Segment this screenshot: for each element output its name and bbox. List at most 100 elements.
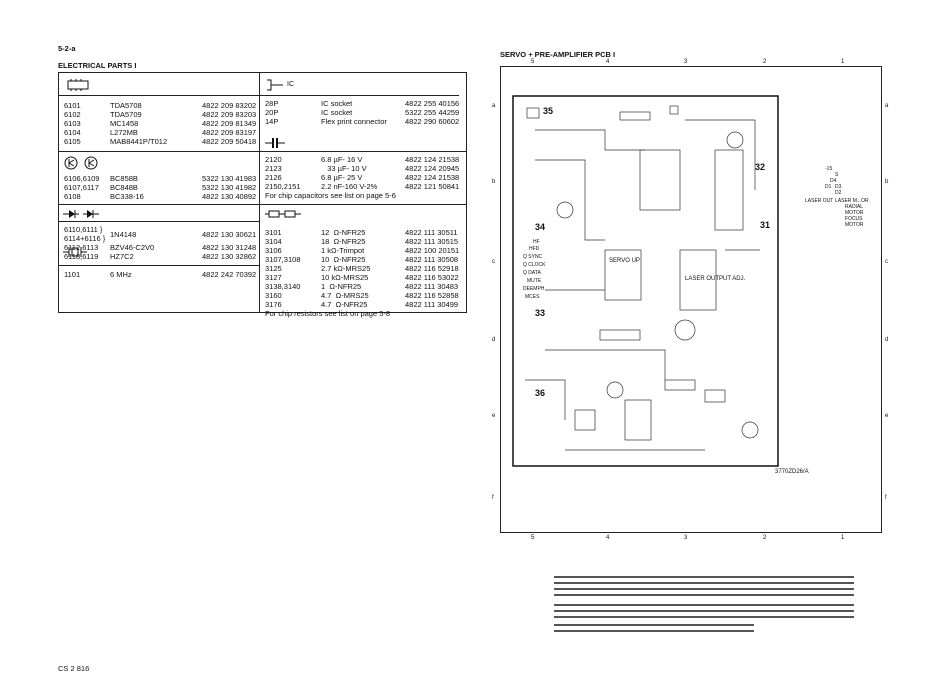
signal-label: DEEMPH	[523, 286, 545, 292]
resistor-value: 4.7 Ω-NFR25	[321, 300, 368, 309]
socket-pos: 20P	[265, 108, 279, 117]
transistor-icon	[64, 156, 98, 170]
grid-row-label: b	[885, 179, 889, 185]
grid-row-label: a	[885, 103, 889, 109]
diode-code: 4822 130 32862	[202, 252, 257, 261]
ic-socket-icon	[267, 79, 283, 91]
transistor-type: BC338-16	[110, 192, 144, 201]
transistor-type: BC848B	[110, 183, 138, 192]
capacitor-note: For chip capacitors see list on page 5-6	[265, 191, 396, 200]
signal-label: D2	[835, 190, 842, 196]
signal-label: D4	[830, 178, 837, 184]
connector-label: 34	[535, 222, 545, 232]
grid-col-label: 1	[841, 535, 845, 541]
grid-row-label: e	[492, 413, 496, 419]
resistor-pos: 3160	[265, 291, 282, 300]
capacitor-code: 4822 124 21538	[405, 155, 460, 164]
crystal-value: 6 MHz	[110, 270, 132, 279]
connector-label: 32	[755, 162, 765, 172]
ic-pos: 6104	[64, 128, 81, 137]
connector-label: 31	[760, 220, 770, 230]
resistor-pos: 3125	[265, 264, 282, 273]
grid-row-label: e	[885, 413, 889, 419]
grid-row-label: d	[885, 337, 889, 343]
grid-col-label: 4	[606, 59, 610, 65]
component-location-tables	[554, 574, 884, 636]
signal-label: D1	[825, 184, 832, 190]
connector-label: 33	[535, 308, 545, 318]
pcb-layout-drawing: 35 34 33 36 31 32 SERVO UP LASER OUTPUT …	[512, 95, 869, 475]
grid-col-label: 1	[841, 59, 845, 65]
diode-type: HZ7C2	[110, 252, 134, 261]
socket-desc: IC socket	[321, 99, 353, 108]
signal-label: MCES	[525, 294, 540, 300]
resistor-pos: 3104	[265, 237, 282, 246]
transistor-code: 5322 130 41982	[202, 183, 257, 192]
diode-type: 1N4148	[110, 230, 137, 239]
ic-pos: 6105	[64, 137, 81, 146]
resistor-code: 4822 111 30515	[405, 237, 459, 246]
resistor-pos: 3106	[265, 246, 282, 255]
resistor-pos: 3101	[265, 228, 282, 237]
resistor-value: 10 Ω-NFR25	[321, 255, 366, 264]
resistor-code: 4822 111 30508	[405, 255, 459, 264]
socket-desc: Flex print connector	[321, 117, 387, 126]
crystal-pos: 1101	[64, 270, 81, 279]
ic-code: 4822 209 83197	[202, 128, 257, 137]
resistor-code: 4822 116 52918	[405, 264, 459, 273]
ic-type: TDA5708	[110, 101, 142, 110]
signal-label: LASER M...OR	[835, 198, 869, 204]
block-label: SERVO UP	[609, 258, 640, 264]
capacitor-pos: 2120	[265, 155, 282, 164]
ic-type: MAB8441P/T012	[110, 137, 168, 146]
resistor-pos: 3176	[265, 300, 282, 309]
signal-label: -15	[825, 166, 832, 172]
socket-code: 4822 290 60602	[405, 117, 460, 126]
grid-row-label: c	[492, 259, 495, 265]
transistor-type: BC858B	[110, 174, 138, 183]
footer-code: CS 2 816	[58, 664, 90, 673]
ic-row: 6101	[64, 101, 81, 110]
socket-code: 5322 255 44259	[405, 108, 460, 117]
signal-label: RADIAL	[845, 204, 863, 210]
grid-row-label: f	[492, 495, 494, 501]
ic-type: MC1458	[110, 119, 139, 128]
resistor-value: 4.7 Ω-MRS25	[321, 291, 369, 300]
diode-pos: 6110,6111 } 6114+6116 }	[64, 225, 106, 244]
resistor-code: 4822 116 53022	[405, 273, 459, 282]
signal-label: Q DATA	[523, 270, 542, 276]
grid-row-label: a	[492, 103, 496, 109]
resistor-icon	[265, 210, 301, 218]
grid-col-label: 2	[763, 59, 767, 65]
grid-row-label: b	[492, 179, 496, 185]
signal-label: Q SYNC	[523, 254, 543, 260]
diode-code: 4822 130 31248	[202, 243, 257, 252]
resistor-pos: 3107,3108	[265, 255, 301, 264]
signal-label: S	[835, 172, 839, 178]
capacitor-code: 4822 124 20945	[405, 164, 460, 173]
capacitor-value: 33 µF- 10 V	[321, 164, 367, 173]
grid-col-label: 2	[763, 535, 767, 541]
ic-type: L272MB	[110, 128, 138, 137]
crystal-icon	[63, 247, 87, 257]
ic-code: 4822 209 83203	[202, 110, 257, 119]
socket-pos: 14P	[265, 117, 279, 126]
transistor-pos: 6107,6117	[64, 183, 99, 192]
grid-col-label: 5	[531, 535, 535, 541]
crystal-code: 4822 242 70392	[202, 270, 257, 279]
resistor-code: 4822 111 30511	[405, 228, 458, 237]
signal-label: LASER OUT	[805, 198, 833, 204]
diode-code: 4822 130 30621	[202, 230, 257, 239]
grid-col-label: 3	[684, 535, 688, 541]
location-table-texture	[554, 576, 854, 632]
resistor-value: 2.7 kΩ-MRS25	[321, 264, 371, 273]
grid-row-label: f	[885, 495, 887, 501]
ic-package-icon	[67, 79, 89, 91]
parts-table: 6101 TDA5708 4822 209 83202 6102 TDA5709…	[58, 72, 467, 318]
signal-label: HF	[533, 239, 540, 245]
signal-label: D3	[835, 184, 842, 190]
grid-row-label: c	[885, 259, 888, 265]
grid-row-label: d	[492, 337, 496, 343]
capacitor-pos: 2150,2151	[265, 182, 301, 191]
ic-code: 4822 209 81349	[202, 119, 257, 128]
